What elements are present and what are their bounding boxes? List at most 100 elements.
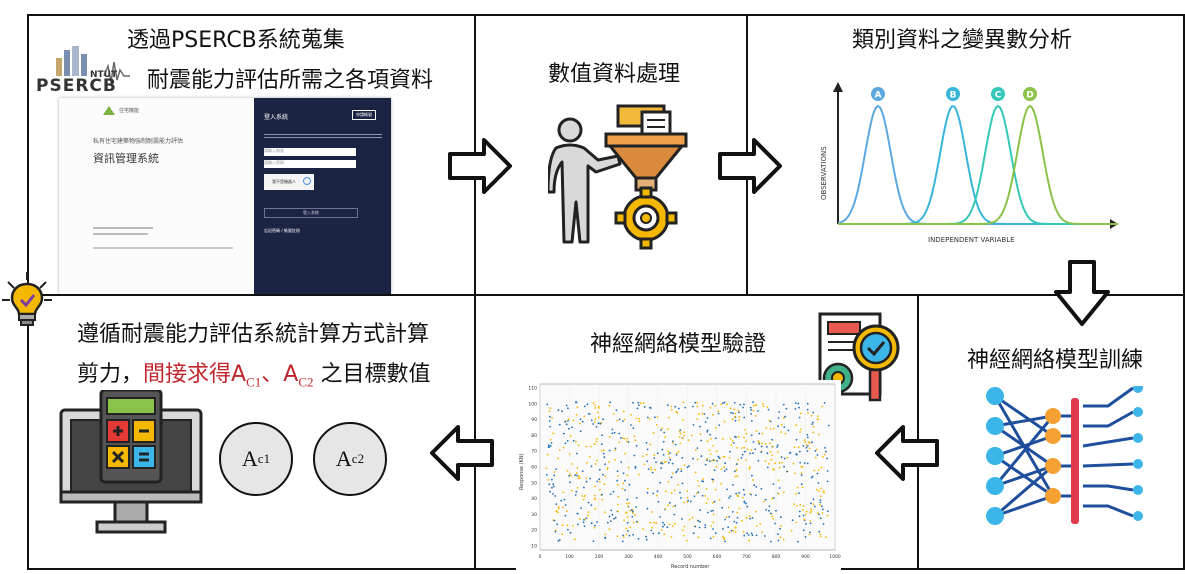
- scatter-point: [729, 450, 731, 453]
- scatter-point: [602, 473, 604, 476]
- scatter-point: [735, 521, 738, 524]
- scatter-point: [801, 486, 804, 489]
- scatter-point: [769, 420, 772, 423]
- account-input[interactable]: 請輸入帳號: [264, 148, 356, 156]
- line2-sep: 、A: [261, 362, 299, 387]
- scatter-point: [609, 520, 612, 522]
- scatter-point: [687, 499, 690, 502]
- scatter-point: [798, 450, 801, 453]
- scatter-point: [784, 415, 786, 418]
- scatter-point: [548, 410, 551, 413]
- scatter-point: [576, 467, 579, 469]
- scatter-point: [665, 490, 667, 493]
- forgot-link[interactable]: 忘記密碼 / 帳號註冊: [264, 228, 300, 233]
- scatter-point: [596, 521, 598, 523]
- scatter-point: [749, 452, 751, 455]
- scatter-point: [812, 431, 815, 434]
- scatter-point: [557, 457, 559, 460]
- scatter-point: [769, 450, 772, 453]
- system-main-title: 資訊管理系統: [93, 152, 159, 165]
- scatter-point: [796, 504, 798, 507]
- brand-icon: [103, 106, 115, 115]
- scatter-point: [651, 471, 654, 474]
- scatter-point: [724, 518, 726, 521]
- scatter-point: [584, 518, 587, 521]
- login-button[interactable]: 登入系統: [264, 208, 358, 218]
- scatter-point: [678, 430, 681, 433]
- scatter-point: [736, 517, 739, 519]
- scatter-point: [799, 431, 801, 433]
- scatter-point: [624, 452, 626, 455]
- scatter-point: [770, 458, 773, 461]
- scatter-point: [613, 517, 615, 520]
- scatter-point: [626, 530, 629, 532]
- scatter-point: [651, 526, 654, 529]
- scatter-point: [628, 534, 631, 537]
- scatter-point: [669, 452, 671, 454]
- scatter-point: [692, 424, 695, 426]
- scatter-point: [696, 447, 699, 449]
- scatter-point: [618, 441, 621, 444]
- scatter-point: [760, 445, 763, 448]
- scatter-point: [777, 479, 780, 482]
- password-input[interactable]: 請輸入密碼: [264, 160, 356, 168]
- panel6-line1: 遵循耐震能力評估系統計算方式計算: [77, 322, 430, 347]
- scatter-point: [720, 468, 723, 470]
- scatter-point: [709, 438, 712, 440]
- scatter-point: [681, 457, 684, 459]
- scatter-point: [712, 513, 715, 516]
- panel-data-collection: 透過PSERCB系統蒐集 PSERCB NTUT 耐震能力評估所需之各項資料 住…: [27, 14, 476, 296]
- scatter-point: [704, 524, 707, 526]
- scatter-point: [587, 501, 590, 504]
- scatter-point: [810, 508, 812, 511]
- scatter-point: [637, 537, 640, 540]
- scatter-point: [742, 531, 745, 533]
- scatter-point: [743, 500, 746, 503]
- scatter-point: [767, 408, 770, 411]
- scatter-point: [802, 505, 805, 508]
- scatter-point: [816, 418, 819, 421]
- register-button[interactable]: 申請帳號: [352, 110, 376, 120]
- scatter-point: [731, 439, 734, 442]
- scatter-point: [663, 431, 666, 434]
- scatter-point: [783, 465, 785, 468]
- scatter-point: [698, 526, 701, 529]
- scatter-point: [686, 496, 689, 499]
- scatter-point: [825, 536, 827, 539]
- scatter-point: [576, 487, 579, 489]
- scatter-point: [671, 462, 674, 465]
- group-label-d: D: [1026, 91, 1033, 101]
- scatter-point: [620, 461, 623, 463]
- scatter-point: [724, 540, 726, 543]
- scatter-point: [589, 477, 591, 480]
- scatter-point: [558, 423, 561, 426]
- captcha-box[interactable]: 我不是機器人: [264, 174, 314, 190]
- scatter-point: [771, 454, 774, 457]
- scatter-point: [738, 419, 740, 422]
- scatter-point: [736, 511, 739, 514]
- scatter-point: [734, 419, 737, 422]
- scatter-point: [626, 521, 629, 524]
- psercb-login-screenshot: 住宅機能 私有住宅建築物強制耐震能力評估 資訊管理系統 登入系統 申請帳號 請輸…: [59, 98, 391, 294]
- scatter-point: [680, 470, 683, 473]
- scatter-point: [755, 510, 758, 513]
- scatter-point: [821, 455, 824, 458]
- scatter-point: [656, 416, 659, 418]
- scatter-point: [602, 449, 605, 452]
- scatter-point: [693, 495, 696, 498]
- scatter-point: [717, 410, 720, 413]
- scatter-point: [551, 417, 553, 419]
- scatter-point: [738, 507, 741, 510]
- scatter-point: [715, 450, 718, 452]
- scatter-point: [646, 491, 649, 494]
- scatter-point: [764, 460, 767, 463]
- scatter-point: [557, 539, 560, 542]
- scatter-point: [727, 506, 730, 509]
- scatter-point: [805, 523, 807, 525]
- scatter-point: [635, 417, 638, 420]
- scatter-point: [742, 406, 744, 409]
- scatter-point: [741, 496, 744, 499]
- scatter-point: [735, 468, 738, 471]
